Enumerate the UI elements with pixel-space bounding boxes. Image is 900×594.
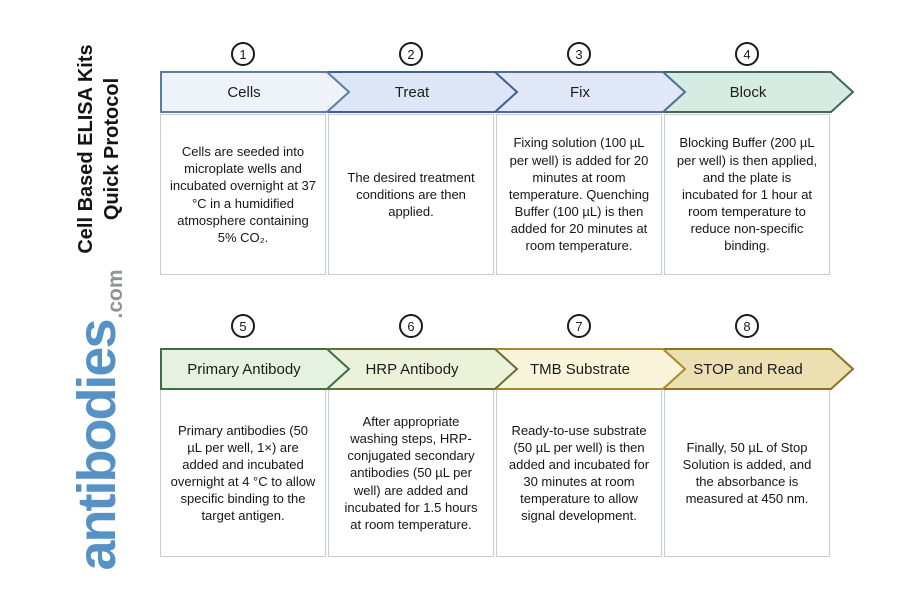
step-4-banner-shape <box>664 71 855 113</box>
brand-logo: antibodies .com <box>44 260 127 580</box>
brand-logo-text: antibodies <box>67 320 127 571</box>
protocol-flow: 1 Cells Cells are seeded into microplate… <box>160 0 880 594</box>
step-6-number: 6 <box>407 318 415 334</box>
step-4-number: 4 <box>743 46 751 62</box>
step-6-description-box: After appropriate washing steps, HRP-con… <box>328 389 494 557</box>
step-2-description-box: The desired treatment conditions are the… <box>328 114 494 275</box>
step-6-description: After appropriate washing steps, HRP-con… <box>344 413 478 532</box>
step-3-banner <box>496 71 687 113</box>
step-8-number: 8 <box>743 318 751 334</box>
step-8-number-badge: 8 <box>735 314 759 338</box>
step-4-description-box: Blocking Buffer (200 µL per well) is the… <box>664 114 830 275</box>
step-4-description: Blocking Buffer (200 µL per well) is the… <box>676 135 818 254</box>
step-5-description-box: Primary antibodies (50 µL per well, 1×) … <box>160 389 326 557</box>
step-8-description-box: Finally, 50 µL of Stop Solution is added… <box>664 389 830 557</box>
step-2-number: 2 <box>407 46 415 62</box>
brand-logo-suffix: .com <box>104 269 127 319</box>
step-7-description: Ready-to-use substrate (50 µL per well) … <box>508 422 650 524</box>
step-3-number: 3 <box>575 46 583 62</box>
step-1-number: 1 <box>239 46 247 62</box>
step-8-description: Finally, 50 µL of Stop Solution is added… <box>682 439 812 507</box>
step-5-banner <box>160 348 351 390</box>
step-2-banner-shape <box>328 71 519 113</box>
step-5-number-badge: 5 <box>231 314 255 338</box>
step-1-number-badge: 1 <box>231 42 255 66</box>
step-8-banner-shape <box>664 348 855 390</box>
step-1-banner <box>160 71 351 113</box>
protocol-title-line2: Quick Protocol <box>101 77 123 221</box>
step-8-banner <box>664 348 855 390</box>
step-2-number-badge: 2 <box>399 42 423 66</box>
step-3-number-badge: 3 <box>567 42 591 66</box>
step-6-banner <box>328 348 519 390</box>
step-7-banner-shape <box>496 348 687 390</box>
step-5-description: Primary antibodies (50 µL per well, 1×) … <box>170 422 316 524</box>
step-6-banner-shape <box>328 348 519 390</box>
step-2-description: The desired treatment conditions are the… <box>347 169 475 220</box>
step-4-number-badge: 4 <box>735 42 759 66</box>
step-3-description: Fixing solution (100 µL per well) is add… <box>508 135 650 254</box>
step-1-description-box: Cells are seeded into microplate wells a… <box>160 114 326 275</box>
step-7-number: 7 <box>575 318 583 334</box>
step-4-banner <box>664 71 855 113</box>
step-7-banner <box>496 348 687 390</box>
step-6-number-badge: 6 <box>399 314 423 338</box>
step-7-description-box: Ready-to-use substrate (50 µL per well) … <box>496 389 662 557</box>
step-3-banner-shape <box>496 71 687 113</box>
step-1-description: Cells are seeded into microplate wells a… <box>170 144 316 245</box>
protocol-title: Cell Based ELISA Kits Quick Protocol <box>73 34 127 264</box>
step-5-banner-shape <box>160 348 351 390</box>
step-5-number: 5 <box>239 318 247 334</box>
step-3-description-box: Fixing solution (100 µL per well) is add… <box>496 114 662 275</box>
step-1-banner-shape <box>160 71 351 113</box>
step-7-number-badge: 7 <box>567 314 591 338</box>
step-2-banner <box>328 71 519 113</box>
protocol-title-line1: Cell Based ELISA Kits <box>75 44 97 254</box>
